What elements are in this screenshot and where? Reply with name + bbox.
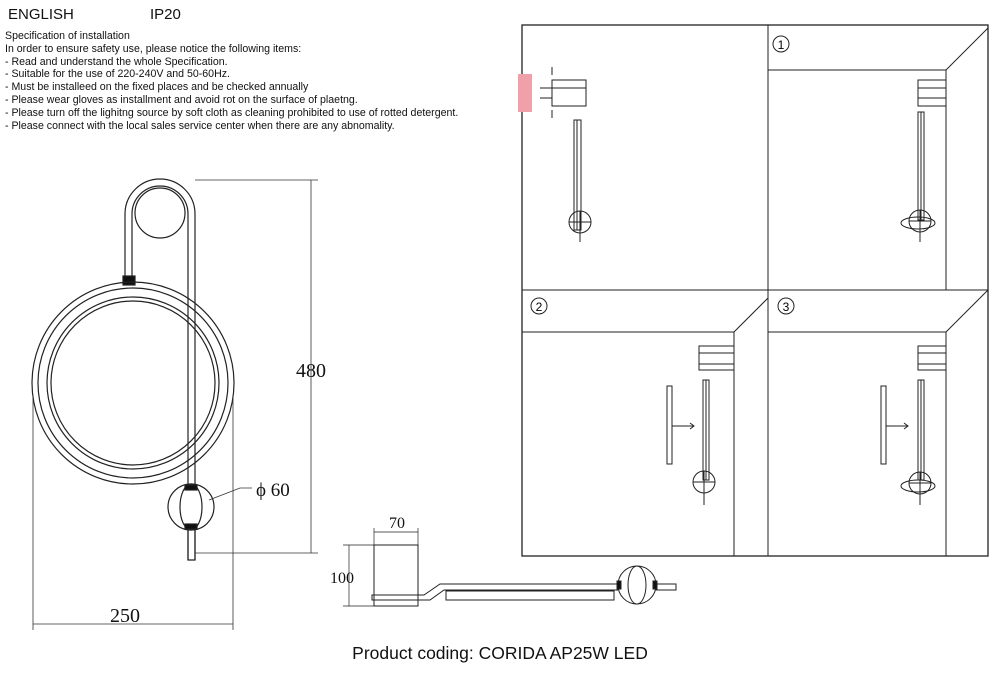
lamp-front-view [31, 178, 235, 561]
ip-rating: IP20 [150, 6, 181, 23]
panel-step-3 [768, 289, 989, 556]
depth-dimension: 70 [389, 515, 405, 532]
base-height-dimension: 100 [330, 570, 354, 587]
product-coding: Product coding: CORIDA AP25W LED [352, 643, 648, 663]
diameter-dimension: ϕ 60 [256, 480, 290, 501]
specification-item: - Please connect with the local sales se… [5, 119, 395, 132]
step-number-2: 2 [536, 300, 543, 314]
step-markers: 1 2 3 [530, 35, 795, 315]
specification-list: - Read and understand the whole Specific… [5, 56, 458, 133]
specification-title: Specification of installation [5, 30, 130, 42]
step-number-1: 1 [778, 38, 785, 52]
width-dimension: 250 [110, 605, 140, 627]
panel-mounting [518, 67, 592, 242]
panel-step-1 [768, 27, 989, 290]
specification-item: - Must be installeed on the fixed places… [5, 81, 309, 94]
dimension-lines [32, 179, 318, 630]
specification-intro: In order to ensure safety use, please no… [5, 42, 302, 55]
installation-panels [518, 24, 989, 557]
language-label: ENGLISH [8, 6, 74, 23]
step-number-3: 3 [783, 300, 790, 314]
lamp-side-view [343, 528, 677, 607]
specification-item: - Please turn off the lighitng source by… [5, 106, 459, 119]
specification-item: - Suitable for the use of 220-240V and 5… [5, 68, 230, 81]
specification-block: Specification of installation In order t… [5, 30, 458, 132]
height-dimension: 480 [296, 360, 326, 382]
specification-item: - Read and understand the whole Specific… [5, 55, 228, 68]
specification-item: - Please wear gloves as installment and … [5, 93, 358, 106]
panel-step-2 [522, 297, 769, 556]
